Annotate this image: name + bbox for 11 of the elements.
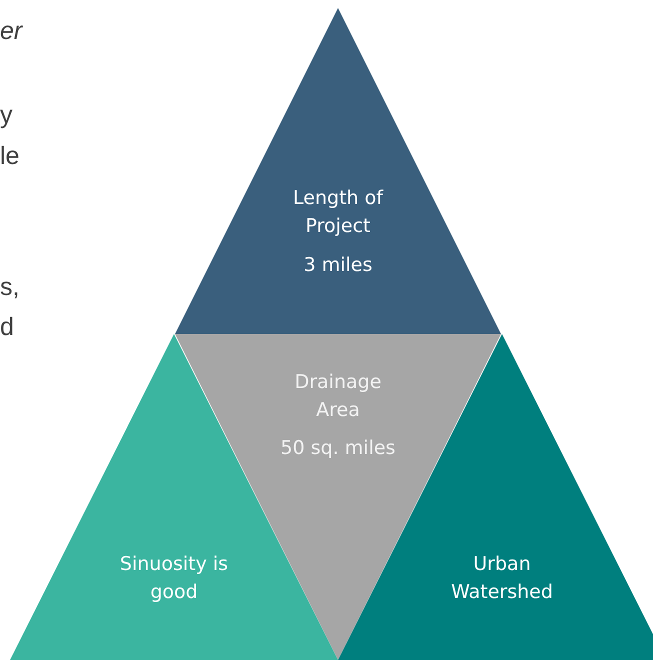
cut-off-text: d [0, 312, 14, 342]
cut-off-text: s, [0, 272, 20, 302]
triangle-value: 3 miles [302, 253, 374, 278]
triangle-label: Urban Watershed [450, 552, 554, 605]
triangle-label: Drainage Area [294, 370, 382, 423]
triangle-label: Sinuosity is good [118, 552, 230, 605]
cut-off-text: er [0, 16, 22, 46]
triangle-label: Length of Project [292, 186, 384, 239]
cut-off-text: y [0, 100, 12, 130]
triangle-value: 50 sq. miles [280, 436, 396, 461]
cut-off-text: le [0, 141, 20, 171]
